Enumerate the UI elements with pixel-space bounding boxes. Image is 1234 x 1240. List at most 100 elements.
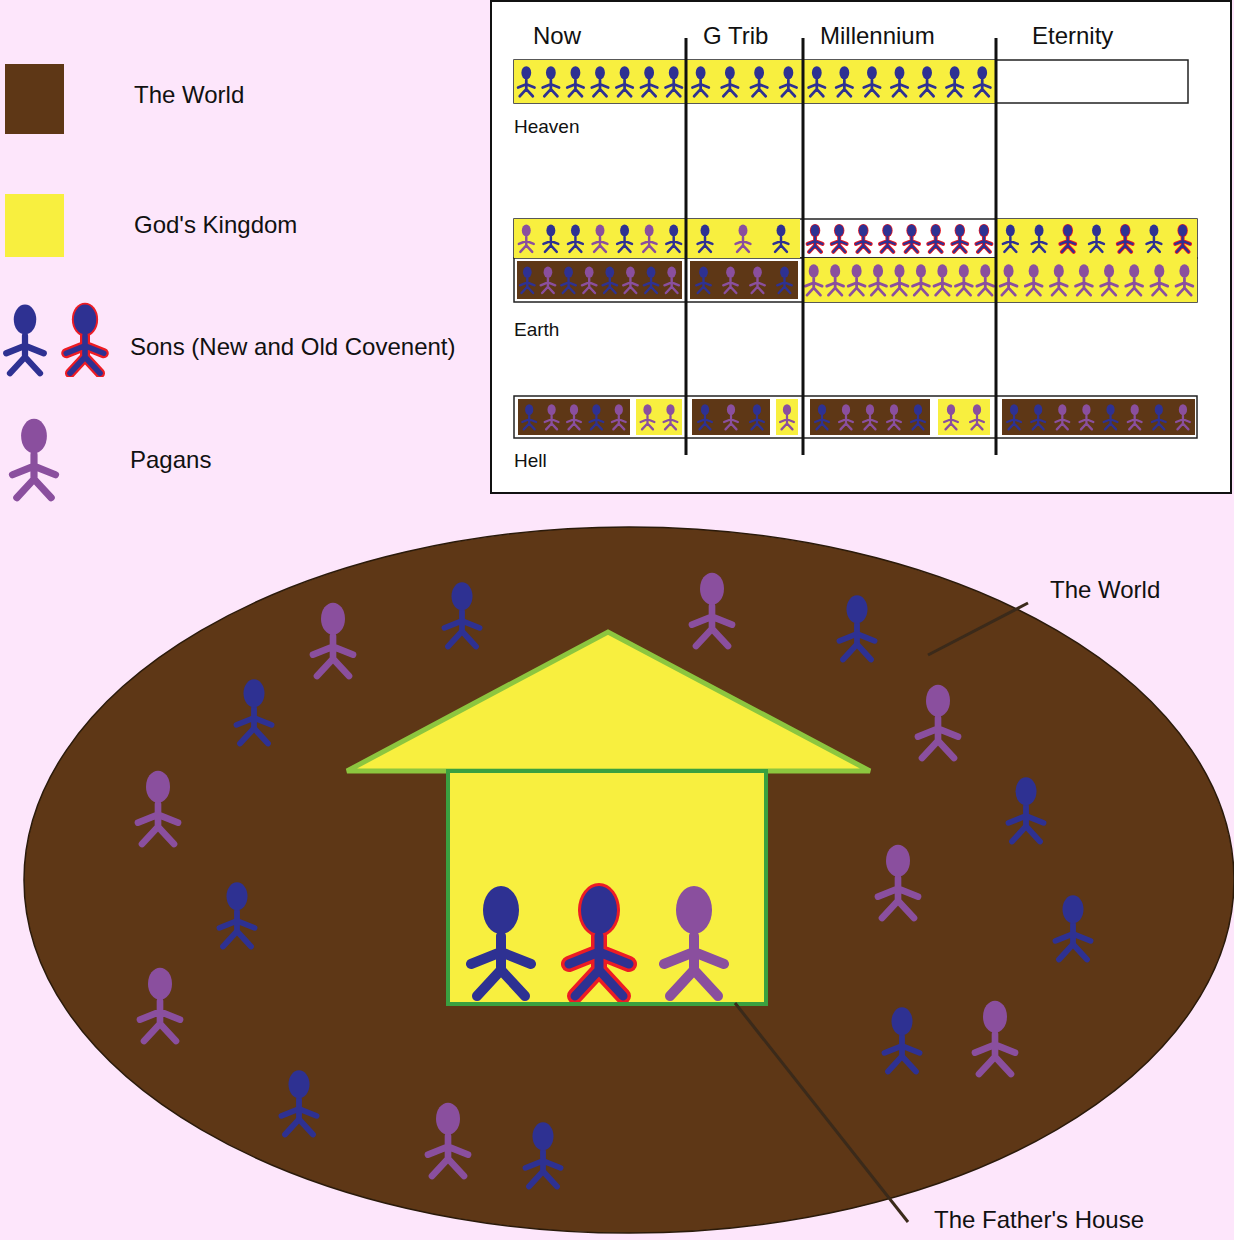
son-figure: [282, 1070, 317, 1134]
band-segment: [810, 399, 930, 435]
son-figure: [919, 66, 935, 96]
period-heading: Millennium: [820, 22, 935, 50]
son-figure: [864, 66, 880, 96]
timeline-bands: [514, 60, 1197, 438]
son-figure: [644, 266, 658, 293]
old-covenant-son-figure: [808, 224, 823, 252]
legend-text: The World: [134, 81, 244, 109]
pagan-figure: [1101, 264, 1118, 295]
son-figure: [445, 582, 480, 646]
pagan-figure: [863, 404, 877, 429]
son-figure: [1089, 225, 1104, 252]
son-figure: [840, 595, 875, 659]
pagan-figure: [1128, 404, 1142, 429]
pagan-figure: [848, 264, 865, 295]
pagan-figure: [593, 225, 608, 252]
son-figure: [471, 886, 531, 996]
son-figure: [603, 266, 617, 293]
son-figure: [1152, 404, 1166, 429]
son-figure: [750, 404, 764, 429]
realm-label: Heaven: [514, 116, 580, 138]
son-figure: [946, 66, 962, 96]
pagan-figure: [944, 404, 958, 429]
legend-swatch: [5, 64, 64, 134]
son-figure: [617, 225, 632, 252]
pagan-figure: [642, 225, 657, 252]
son-figure: [220, 882, 255, 946]
pagan-figure: [805, 264, 822, 295]
legend-swatch: [5, 194, 64, 257]
son-figure: [815, 404, 829, 429]
son-figure: [1104, 404, 1118, 429]
band-segment: [517, 261, 682, 299]
son-figure: [590, 404, 604, 429]
pagan-figure: [541, 266, 555, 293]
band-figures: [518, 66, 1193, 429]
old-covenant-son-figure: [1175, 224, 1190, 252]
pagan-figure: [839, 404, 853, 429]
son-figure: [526, 1122, 561, 1186]
son-figure: [698, 225, 713, 252]
pagan-figure: [750, 266, 764, 293]
divider-line: [685, 38, 688, 455]
pagan-figure: [1000, 264, 1017, 295]
pagan-figure: [428, 1103, 468, 1176]
old-covenant-son-figure: [856, 224, 871, 252]
pagan-figure: [977, 264, 994, 295]
legend-text: Sons (New and Old Covenent): [130, 333, 456, 361]
son-figure: [543, 66, 559, 96]
son-figure: [522, 404, 536, 429]
pagan-figure: [887, 404, 901, 429]
realm-label: Hell: [514, 450, 547, 472]
son-figure: [911, 404, 925, 429]
pagan-figure: [13, 419, 56, 498]
pagan-figure: [878, 845, 918, 918]
divider-line: [995, 38, 998, 455]
pagan-figure: [870, 264, 887, 295]
old-covenant-son-figure: [928, 224, 943, 252]
son-figure: [692, 66, 708, 96]
old-covenant-son-figure: [904, 224, 919, 252]
pagan-figure: [780, 404, 794, 429]
band-segment: [514, 60, 686, 103]
pagan-figure: [664, 886, 724, 996]
period-heading: G Trib: [703, 22, 768, 50]
band-segment: [686, 60, 803, 103]
son-figure: [722, 66, 738, 96]
house-body: [448, 771, 766, 1004]
pagan-figure: [664, 404, 678, 429]
son-figure: [696, 266, 710, 293]
world-figures: [138, 573, 1091, 1187]
band-segment: [996, 258, 1197, 302]
son-figure: [780, 66, 796, 96]
son-figure: [520, 266, 534, 293]
pagan-figure: [1151, 264, 1168, 295]
band-segment: [1002, 399, 1195, 435]
pagan-figure: [827, 264, 844, 295]
band-frame: [514, 396, 1197, 438]
son-figure: [6, 305, 44, 374]
pagan-figure: [1076, 264, 1093, 295]
old-covenant-son-figure: [1060, 224, 1075, 252]
pagan-figure: [612, 404, 626, 429]
old-covenant-son-figure: [66, 303, 104, 374]
pagan-figure: [519, 225, 534, 252]
old-covenant-son-figure: [880, 224, 895, 252]
son-figure: [1009, 777, 1044, 841]
pagan-figure: [1080, 404, 1094, 429]
period-dividers: [686, 38, 996, 455]
band-frame: [514, 258, 1197, 302]
pagan-figure: [1176, 404, 1190, 429]
son-figure: [698, 404, 712, 429]
old-covenant-son-figure: [1118, 224, 1133, 252]
band-segment: [686, 219, 800, 258]
band-segment: [803, 60, 996, 103]
band-segment: [692, 399, 770, 435]
band-segment: [996, 219, 1197, 258]
region-label: The Father's House: [934, 1206, 1144, 1234]
pagan-figure: [692, 573, 732, 646]
band-frame: [514, 219, 1197, 258]
son-figure: [974, 66, 990, 96]
